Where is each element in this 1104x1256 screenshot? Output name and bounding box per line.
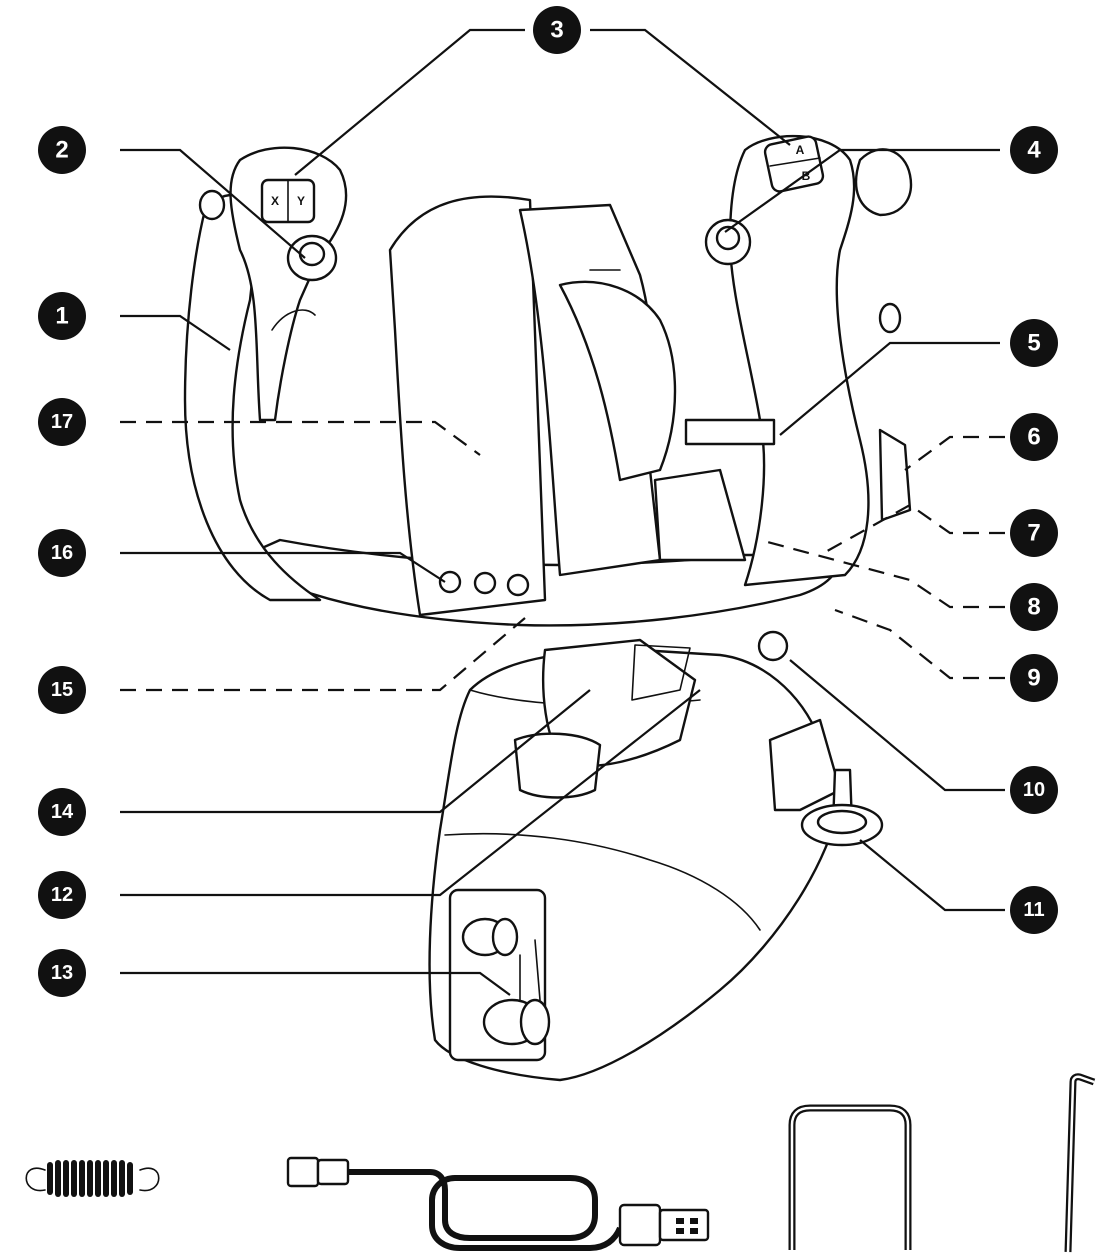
central-housing — [388, 195, 776, 617]
svg-text:16: 16 — [51, 542, 73, 564]
svg-text:9: 9 — [1027, 665, 1040, 692]
svg-text:3: 3 — [550, 17, 563, 44]
svg-text:8: 8 — [1027, 594, 1040, 621]
svg-text:15: 15 — [51, 679, 73, 701]
callout-17: 17 — [38, 398, 86, 446]
callout-2: 2 — [38, 126, 86, 174]
callout-13: 13 — [38, 949, 86, 997]
yoke-illustration: X Y A B — [183, 134, 913, 1082]
function-buttons — [438, 570, 530, 597]
svg-text:13: 13 — [51, 962, 73, 984]
svg-text:12: 12 — [51, 884, 73, 906]
callout-12: 12 — [38, 871, 86, 919]
callout-badges: 1 2 3 4 5 6 7 8 9 10 11 12 13 14 15 16 1… — [38, 6, 1058, 997]
left-grip: X Y — [183, 146, 348, 602]
hex-key-icon — [1064, 1073, 1096, 1253]
button-b-label[interactable]: B — [802, 169, 811, 183]
callout-6: 6 — [1010, 413, 1058, 461]
function-button-1[interactable] — [438, 570, 462, 594]
callout-4: 4 — [1010, 126, 1058, 174]
spring-icon — [25, 1160, 160, 1197]
svg-text:11: 11 — [1023, 899, 1044, 921]
ab-button-cluster: A B — [763, 135, 825, 193]
svg-text:2: 2 — [55, 137, 68, 164]
function-button-3[interactable] — [506, 573, 530, 597]
callout-15: 15 — [38, 666, 86, 714]
button-x-label[interactable]: X — [271, 194, 279, 208]
callout-10: 10 — [1010, 766, 1058, 814]
callout-5: 5 — [1010, 319, 1058, 367]
callout-16: 16 — [38, 529, 86, 577]
callout-1: 1 — [38, 292, 86, 340]
shaft — [513, 638, 697, 799]
svg-text:1: 1 — [55, 303, 68, 330]
button-y-label[interactable]: Y — [297, 194, 305, 208]
right-grip: A B — [704, 134, 913, 587]
svg-text:7: 7 — [1027, 520, 1040, 547]
xy-button-cluster: X Y — [260, 178, 316, 224]
callout-9: 9 — [1010, 654, 1058, 702]
u-clamp-icon — [788, 1104, 912, 1250]
base-side-bracket — [768, 718, 842, 812]
svg-text:5: 5 — [1027, 330, 1040, 357]
function-button-2[interactable] — [473, 571, 497, 595]
svg-text:4: 4 — [1027, 137, 1041, 164]
side-knob[interactable] — [757, 630, 789, 662]
accessories — [25, 1073, 1096, 1253]
svg-text:10: 10 — [1023, 779, 1045, 801]
leader-lines — [120, 28, 1005, 996]
callout-8: 8 — [1010, 583, 1058, 631]
svg-text:17: 17 — [51, 411, 73, 433]
usb-cable-icon — [286, 1156, 710, 1251]
callout-3: 3 — [533, 6, 581, 54]
left-trigger-knob[interactable] — [198, 189, 226, 221]
button-a-label[interactable]: A — [796, 143, 805, 157]
callout-14: 14 — [38, 788, 86, 836]
callout-7: 7 — [1010, 509, 1058, 557]
svg-text:6: 6 — [1027, 424, 1040, 451]
callout-11: 11 — [1010, 886, 1058, 934]
trim-wheel-panel — [448, 888, 551, 1062]
mode-switch[interactable] — [684, 418, 776, 446]
svg-text:14: 14 — [51, 801, 74, 823]
right-top-button[interactable] — [854, 148, 913, 217]
